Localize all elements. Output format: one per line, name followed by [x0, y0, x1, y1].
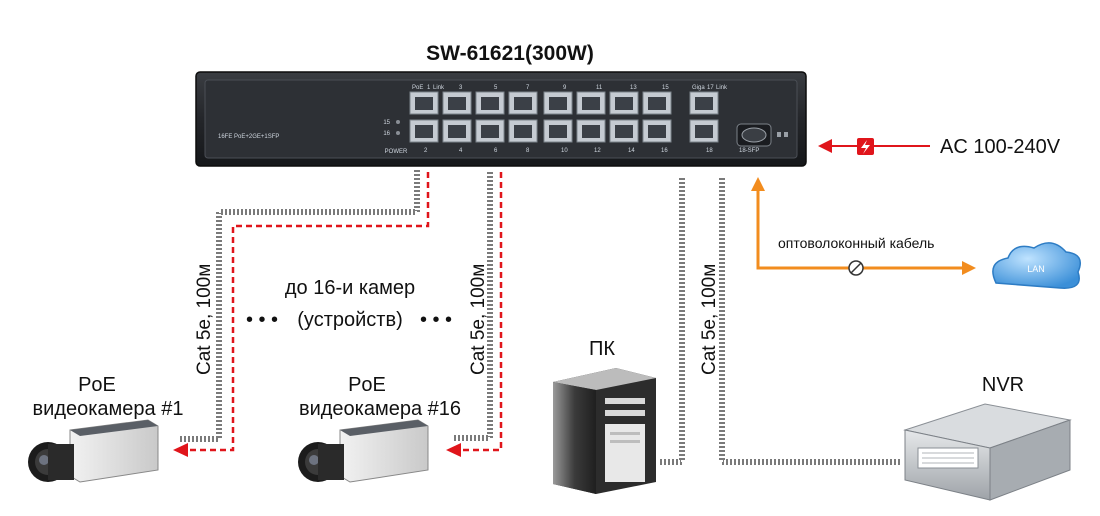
svg-text:Link: Link [433, 85, 445, 91]
fiber-label: оптоволоконный кабель [778, 235, 934, 251]
power-label: AC 100-240V [940, 136, 1061, 158]
rj45-port-socket-4 [448, 125, 466, 138]
svg-text:6: 6 [494, 148, 498, 154]
cameras-note-line2: (устройств) [297, 309, 402, 331]
rj45-port-socket-8 [514, 125, 532, 138]
switch-front-label: 16FE PoE+2GE+1SFP [218, 134, 279, 140]
rj45-port-socket-7 [514, 97, 532, 110]
rj45-port-socket-12 [582, 125, 600, 138]
lan-label: LAN [1027, 264, 1045, 274]
svg-text:15: 15 [383, 120, 390, 126]
port-labels-top: PoE 1 Link 3 5 7 9 11 13 15 Giga 17 Link [412, 85, 728, 91]
svg-text:Giga: Giga [692, 85, 705, 91]
nvr-label: NVR [982, 374, 1024, 396]
svg-text:18: 18 [706, 148, 713, 154]
cable-camera16 [446, 172, 503, 457]
rj45-port-socket-6 [481, 125, 499, 138]
power-input: AC 100-240V [818, 136, 1061, 158]
pc-tower-icon [553, 368, 656, 494]
svg-text:10: 10 [561, 148, 568, 154]
svg-text:Link: Link [716, 85, 728, 91]
svg-text:14: 14 [628, 148, 635, 154]
rj45-port-socket-16 [648, 125, 666, 138]
cat-label-mid: Cat 5e, 100м [468, 264, 489, 375]
cameras-note-dots-left: • • • [246, 309, 278, 331]
camera1-label-line1: PoE [78, 374, 116, 396]
svg-text:11: 11 [596, 85, 603, 91]
rj45-port-socket-17 [695, 97, 713, 110]
svg-text:9: 9 [563, 85, 567, 91]
svg-text:1: 1 [427, 85, 431, 91]
pc-label: ПК [589, 338, 615, 360]
svg-text:PoE: PoE [412, 85, 423, 91]
cat-label-right: Cat 5e, 100м [699, 264, 720, 375]
switch-device: 16FE PoE+2GE+1SFP 15 16 POWER PoE 1 Link… [195, 71, 807, 167]
svg-text:4: 4 [459, 148, 463, 154]
lan-cloud-icon: LAN [992, 242, 1081, 289]
cable-pc [658, 178, 685, 465]
cat-label-left: Cat 5e, 100м [194, 264, 215, 375]
camera16-label-line2: видеокамера #16 [299, 398, 461, 420]
camera16-icon [298, 419, 429, 483]
switch-leds: 15 16 POWER [383, 120, 408, 155]
svg-text:2: 2 [424, 148, 428, 154]
svg-text:5: 5 [494, 85, 498, 91]
camera16-label-line1: PoE [348, 374, 386, 396]
rj45-port-socket-3 [448, 97, 466, 110]
fiber-link: оптоволоконный кабель [751, 177, 976, 276]
svg-text:18-SFP: 18-SFP [739, 148, 759, 154]
rj45-port-socket-11 [582, 97, 600, 110]
sfp-slot [736, 123, 788, 147]
svg-text:7: 7 [526, 85, 530, 91]
rj45-ports [409, 91, 719, 143]
rj45-port-socket-10 [549, 125, 567, 138]
rj45-port-socket-2 [415, 125, 433, 138]
svg-text:13: 13 [630, 85, 637, 91]
camera1-label-line2: видеокамера #1 [33, 398, 184, 420]
rj45-port-socket-18 [695, 125, 713, 138]
camera1-icon [28, 419, 159, 483]
rj45-port-socket-15 [648, 97, 666, 110]
svg-text:POWER: POWER [385, 149, 408, 155]
cameras-note-dots-right: • • • [420, 309, 452, 331]
svg-text:16: 16 [661, 148, 668, 154]
svg-text:17: 17 [707, 85, 714, 91]
rj45-port-socket-1 [415, 97, 433, 110]
rj45-port-socket-14 [615, 125, 633, 138]
rj45-port-socket-9 [549, 97, 567, 110]
cable-camera1 [173, 170, 430, 457]
svg-text:12: 12 [594, 148, 601, 154]
rj45-port-socket-5 [481, 97, 499, 110]
svg-text:8: 8 [526, 148, 530, 154]
svg-text:15: 15 [662, 85, 669, 91]
svg-text:16: 16 [383, 131, 390, 137]
cameras-note-line1: до 16-и камер [285, 277, 415, 299]
rj45-port-socket-13 [615, 97, 633, 110]
port-labels-bottom: 2 4 6 8 10 12 14 16 18 18-SFP [424, 148, 759, 154]
cable-nvr [719, 178, 902, 465]
switch-model-title: SW-61621(300W) [426, 42, 594, 65]
svg-text:3: 3 [459, 85, 463, 91]
nvr-device-icon [903, 403, 1072, 501]
